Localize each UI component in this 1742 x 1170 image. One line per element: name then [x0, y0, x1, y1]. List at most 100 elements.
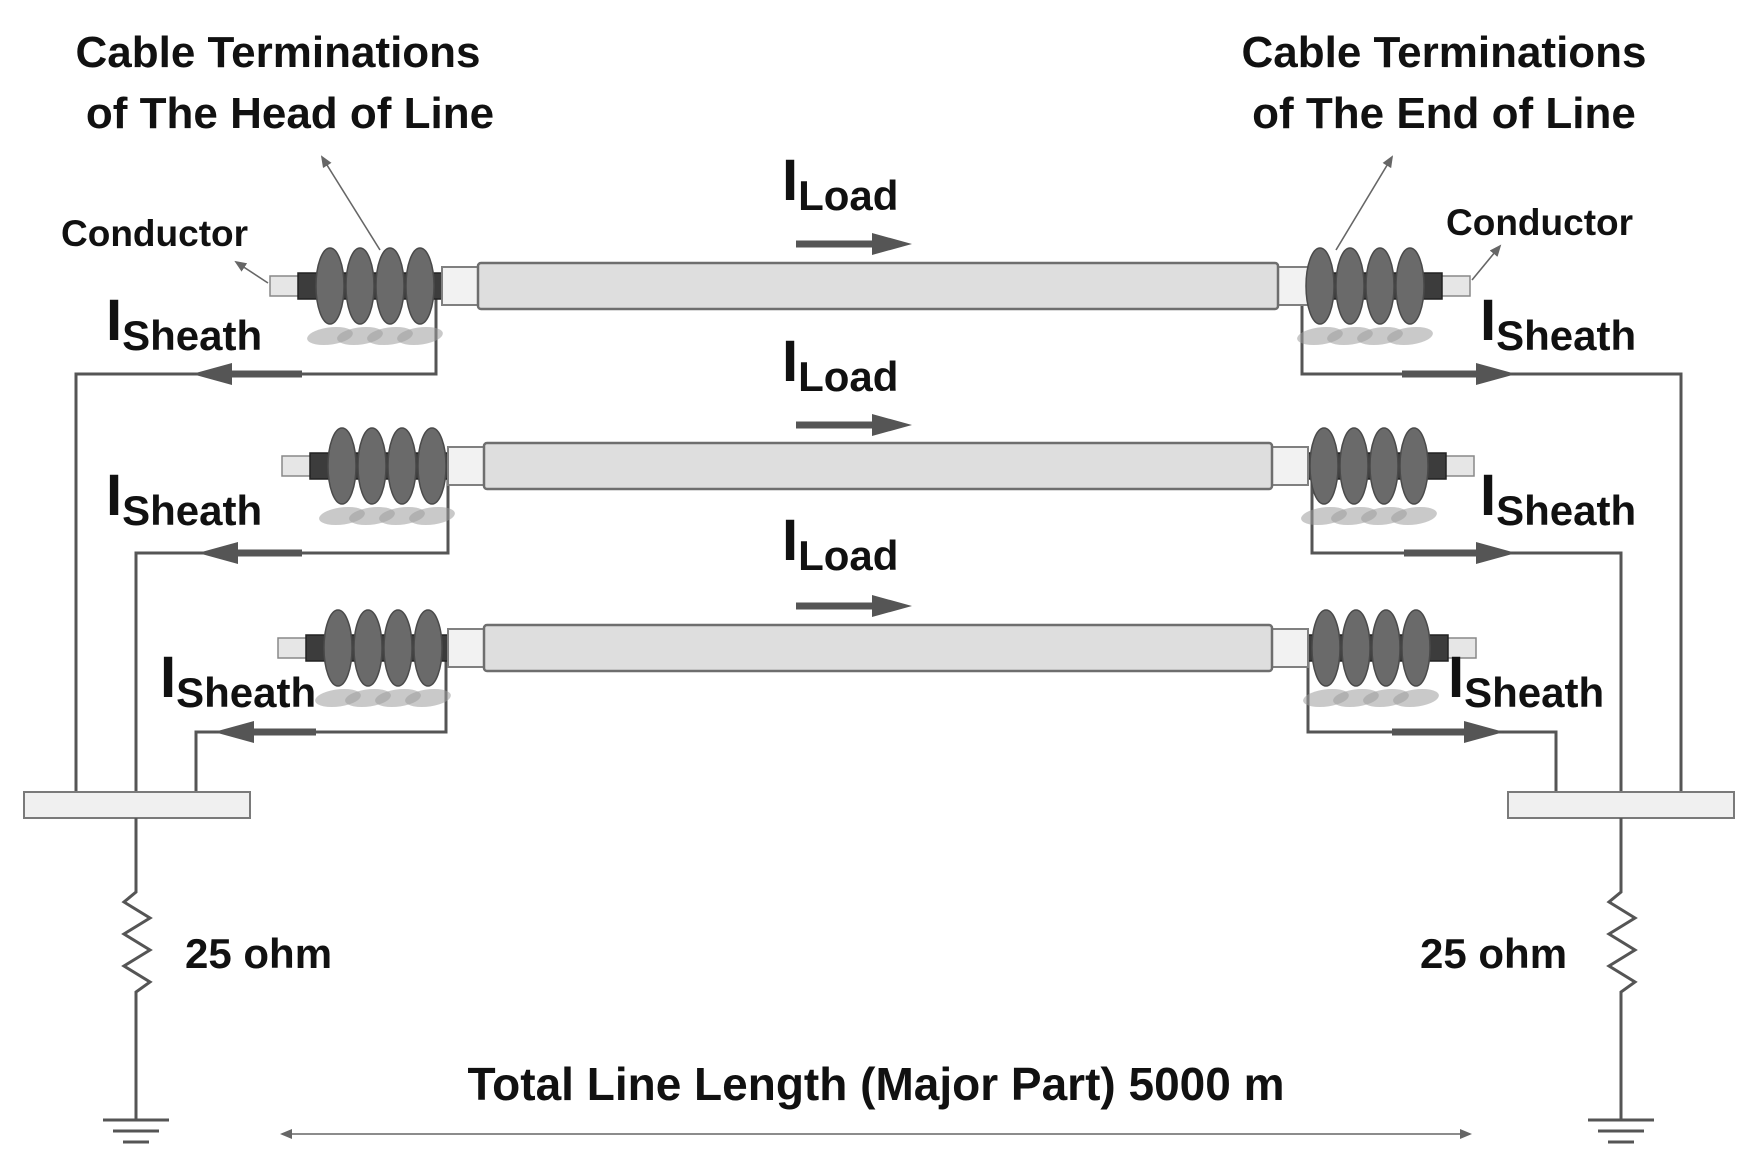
left-insulator-1-disc [375, 247, 405, 325]
left-ground-busbar [23, 791, 251, 819]
left-conductor-pointer [234, 260, 269, 284]
left-sleeve-1 [441, 266, 481, 306]
right-insulator-2-disc [1369, 427, 1399, 505]
left-sheath-current-arrow-1-head [192, 363, 232, 385]
right-conductor-tip-1 [1439, 275, 1471, 297]
right-sheath-current-arrow-1 [1402, 363, 1516, 385]
left-insulator-3-shadow [405, 689, 451, 707]
right-sheath-current-arrow-1-head [1476, 363, 1516, 385]
left-sheath-current-arrow-2-shaft [238, 549, 302, 557]
left-sheath-current-arrow-3 [214, 721, 316, 743]
left-sheath-wire-1 [74, 296, 438, 792]
left-insulator-1-disc [405, 247, 435, 325]
left-insulator-1-disc [315, 247, 345, 325]
left-insulator-2-disc [357, 427, 387, 505]
right-insulator-2-disc [1339, 427, 1369, 505]
right-grounding-resistor [1588, 818, 1654, 1144]
load-current-arrow-1 [796, 233, 912, 255]
left-insulator-2 [319, 427, 455, 525]
left-conductor-tip-2 [281, 455, 313, 477]
left-insulator-2-disc [387, 427, 417, 505]
left-sleeve-3 [447, 628, 487, 668]
end-termination-title-line1: Cable Terminations [1241, 28, 1646, 77]
left-insulator-2-disc [327, 427, 357, 505]
right-sleeve-2 [1269, 446, 1309, 486]
right-ground-busbar [1507, 791, 1735, 819]
head-termination-title-line1: Cable Terminations [75, 28, 480, 77]
left-insulator-2-disc [417, 427, 447, 505]
right-insulator-2-shadow [1391, 507, 1437, 525]
right-insulator-3 [1303, 609, 1439, 707]
right-insulator-2-disc [1399, 427, 1429, 505]
left-insulator-1 [307, 247, 443, 345]
head-termination-title-line2: of The Head of Line [86, 89, 494, 138]
left-sheath-current-arrow-2-head [198, 542, 238, 564]
left-insulator-3-disc [323, 609, 353, 687]
load-current-arrow-1-head [872, 233, 912, 255]
right-sheath-current-arrow-3-head [1464, 721, 1504, 743]
right-sleeve-3 [1269, 628, 1309, 668]
load-current-arrow-2-head [872, 414, 912, 436]
cable-row-2 [134, 414, 1623, 792]
left-grounding-resistor [103, 818, 169, 1144]
left-sheath-current-arrow-2 [198, 542, 302, 564]
load-current-arrow-3-shaft [796, 602, 872, 610]
load-current-arrow-3-head [872, 595, 912, 617]
end-termination-pointer [1335, 155, 1394, 251]
end-termination-title-line2: of The End of Line [1252, 89, 1636, 138]
right-sheath-current-label-1: ISheath [1480, 288, 1636, 359]
left-insulator-3-disc [413, 609, 443, 687]
right-insulator-1 [1297, 247, 1433, 345]
left-insulator-3-disc [353, 609, 383, 687]
right-insulator-1-disc [1305, 247, 1335, 325]
right-insulator-3-disc [1311, 609, 1341, 687]
load-current-arrow-2-shaft [796, 421, 872, 429]
left-sheath-current-arrow-3-shaft [254, 728, 316, 736]
left-conductor-tip-1 [269, 275, 301, 297]
right-insulator-3-shadow [1393, 689, 1439, 707]
right-insulator-1-shadow [1387, 327, 1433, 345]
right-conductor-label: Conductor [1446, 202, 1633, 243]
cable-body-1 [476, 261, 1280, 311]
left-insulator-2-shadow [409, 507, 455, 525]
cable-row-3 [194, 595, 1558, 792]
load-current-arrow-1-shaft [796, 240, 872, 248]
right-sheath-current-arrow-3-shaft [1392, 728, 1464, 736]
left-sheath-current-arrow-1 [192, 363, 302, 385]
right-sheath-current-arrow-2-head [1476, 542, 1516, 564]
load-current-label-2: ILoad [782, 329, 898, 400]
left-sheath-current-label-2: ISheath [106, 463, 262, 534]
right-conductor-tip-2 [1443, 455, 1475, 477]
left-insulator-3 [315, 609, 451, 707]
right-insulator-3-disc [1371, 609, 1401, 687]
right-insulator-3-disc [1341, 609, 1371, 687]
left-insulator-1-disc [345, 247, 375, 325]
left-sheath-current-arrow-3-head [214, 721, 254, 743]
left-conductor-tip-3 [277, 637, 309, 659]
right-insulator-3-disc [1401, 609, 1431, 687]
right-sheath-current-arrow-1-shaft [1402, 370, 1476, 378]
left-resistor-label: 25 ohm [185, 930, 332, 977]
right-insulator-1-disc [1395, 247, 1425, 325]
left-sleeve-2 [447, 446, 487, 486]
load-current-label-1: ILoad [782, 148, 898, 219]
load-current-label-3: ILoad [782, 508, 898, 579]
right-insulator-1-disc [1335, 247, 1365, 325]
head-termination-pointer [320, 155, 381, 251]
left-sheath-current-label-1: ISheath [106, 288, 262, 359]
total-length-label: Total Line Length (Major Part) 5000 m [467, 1058, 1284, 1110]
right-sheath-current-arrow-2-shaft [1404, 549, 1476, 557]
left-insulator-1-shadow [397, 327, 443, 345]
right-insulator-1-disc [1365, 247, 1395, 325]
current-labels: ILoadILoadILoadISheathISheathISheathIShe… [106, 148, 1636, 716]
left-insulator-3-disc [383, 609, 413, 687]
cable-rows [74, 233, 1683, 792]
right-conductor-pointer [1471, 244, 1502, 281]
left-sheath-current-arrow-1-shaft [232, 370, 302, 378]
right-sheath-current-label-3: ISheath [1448, 645, 1604, 716]
right-resistor-label: 25 ohm [1420, 930, 1567, 977]
cable-body-2 [482, 441, 1274, 491]
right-sheath-current-arrow-2 [1404, 542, 1516, 564]
right-insulator-2-disc [1309, 427, 1339, 505]
